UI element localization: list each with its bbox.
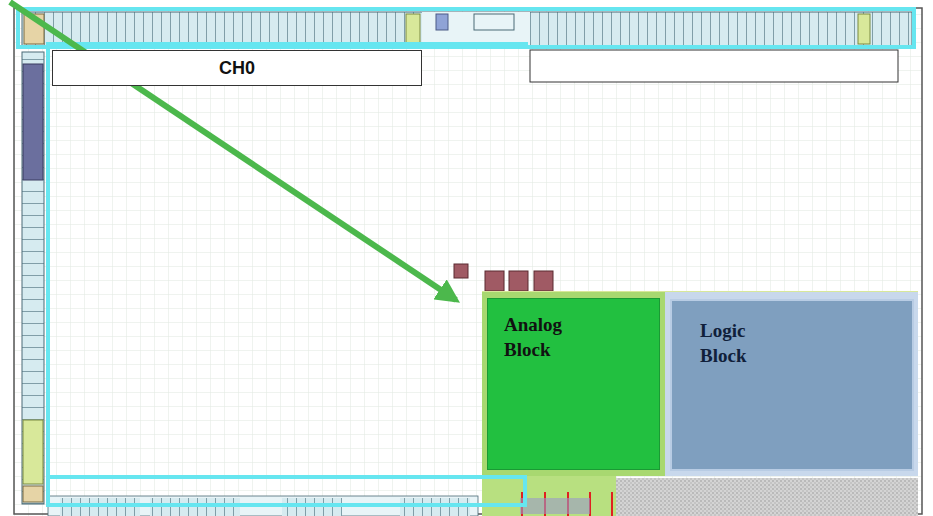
block-label: Analog Block (504, 313, 604, 362)
logic-block: Logic Block (670, 299, 914, 471)
block-label: CH0 (219, 57, 339, 80)
block-label: Logic Block (700, 319, 790, 368)
channel-box: CH0 (52, 50, 422, 86)
analog-block: Analog Block (487, 298, 660, 470)
